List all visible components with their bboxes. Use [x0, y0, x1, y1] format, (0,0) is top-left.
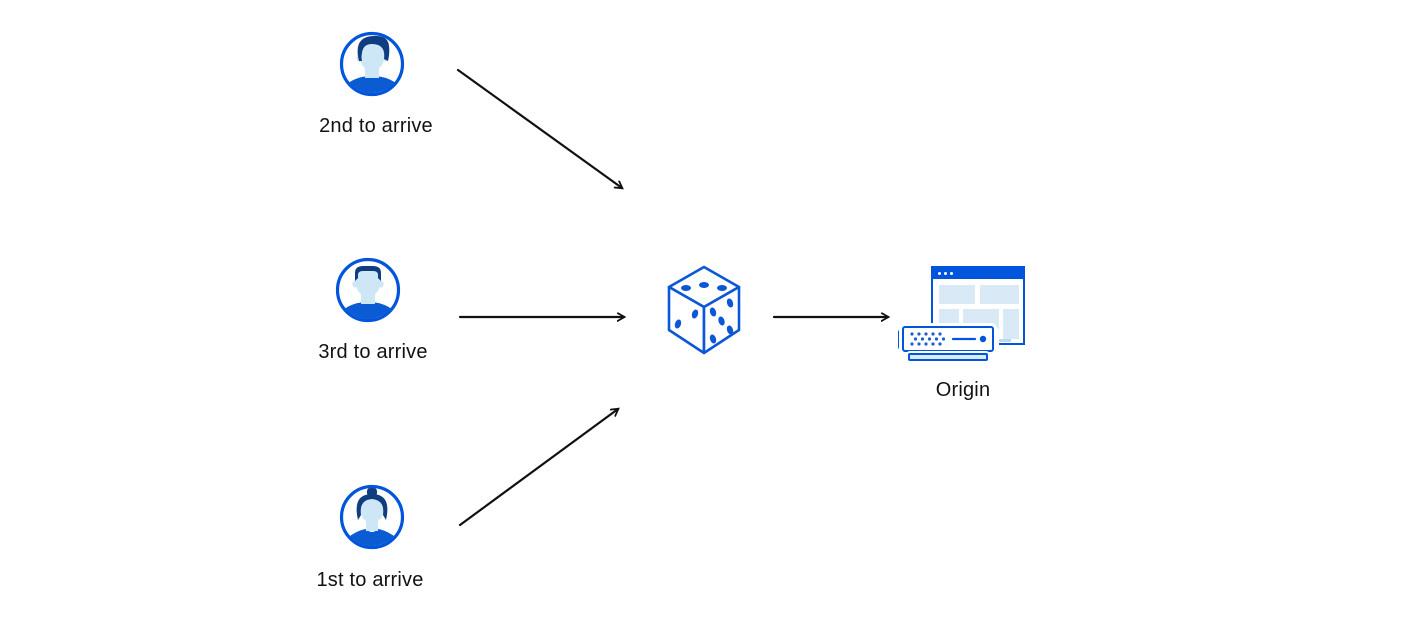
server-body	[902, 326, 994, 352]
arrow-second-to-dice	[456, 68, 622, 188]
server-icon	[898, 326, 1011, 362]
man-swept-hair-avatar-icon	[339, 31, 405, 97]
content-block	[980, 285, 1019, 304]
origin-label: Origin	[935, 379, 991, 401]
arrow-first-to-dice	[458, 409, 618, 527]
visitor-label-second: 2nd to arrive	[319, 115, 433, 137]
content-block	[1003, 309, 1019, 339]
window-dot-icon	[950, 272, 953, 275]
window-dot-icon	[944, 272, 947, 275]
dice-icon	[666, 264, 742, 356]
content-block	[939, 309, 959, 323]
visitor-label-first: 1st to arrive	[316, 569, 424, 591]
origin-node: Origin	[898, 262, 1030, 404]
server-base	[908, 353, 988, 361]
browser-titlebar	[933, 268, 1023, 279]
content-block	[939, 285, 975, 304]
visitor-label-third: 3rd to arrive	[318, 341, 428, 363]
server-cable	[999, 339, 1011, 342]
window-dot-icon	[938, 272, 941, 275]
content-block	[963, 309, 999, 331]
woman-bun-hair-avatar-icon	[339, 484, 405, 550]
man-short-hair-avatar-icon	[335, 257, 401, 323]
